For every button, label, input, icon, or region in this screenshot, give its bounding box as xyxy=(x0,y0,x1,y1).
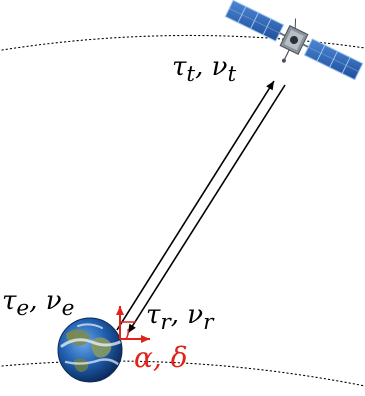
earth-surface-arc xyxy=(1,360,365,387)
emitted-time-frequency-label: τe, νe xyxy=(2,286,75,322)
signal-link xyxy=(116,80,286,334)
angles-label: α, δ xyxy=(134,341,188,374)
local-frame xyxy=(116,306,150,343)
satellite-icon xyxy=(224,0,364,81)
downlink-arrow xyxy=(127,84,286,334)
uplink-arrow xyxy=(116,80,275,331)
received-time-frequency-label: τr, νr xyxy=(146,300,214,336)
satellite-time-frequency-label: τt, νt xyxy=(172,52,237,88)
earth-icon xyxy=(57,317,123,383)
